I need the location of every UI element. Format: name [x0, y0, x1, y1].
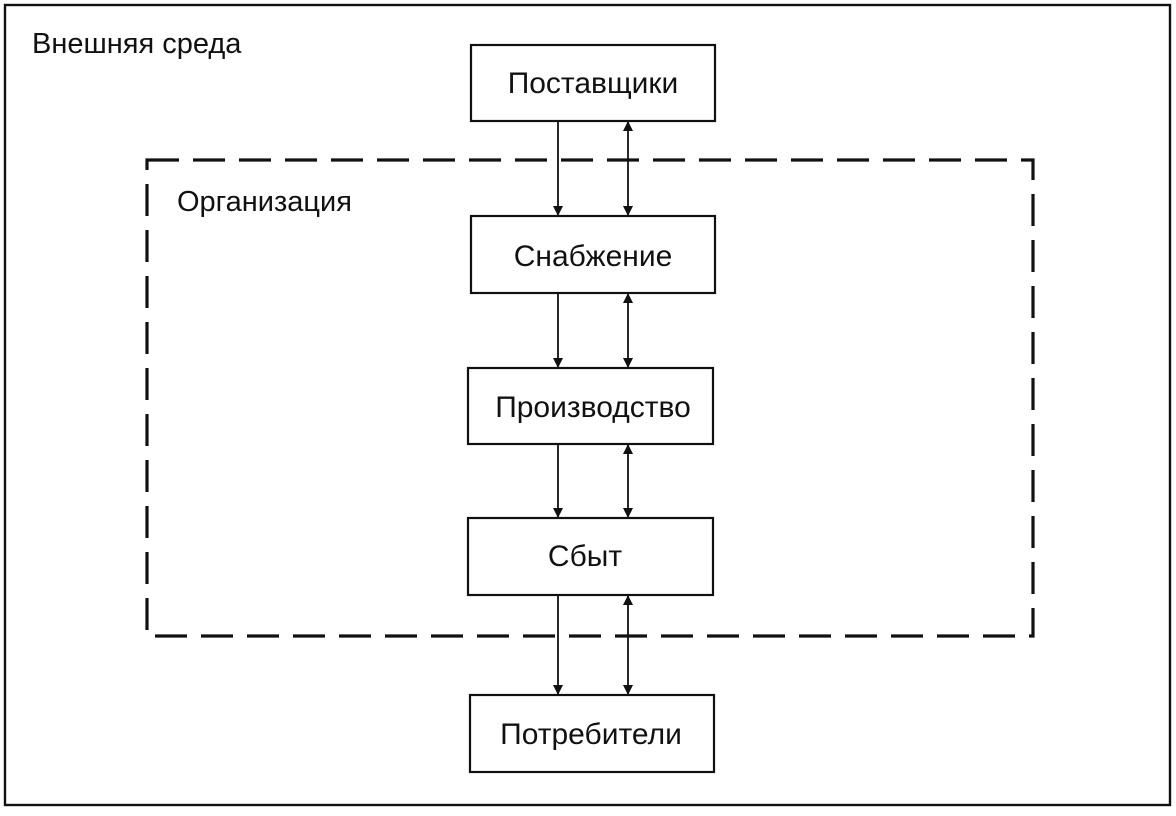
environment-frame [3, 3, 1172, 807]
node-suppliers-box [469, 43, 717, 123]
node-sales-label: Сбыт [548, 540, 622, 573]
arrows-group [553, 121, 633, 695]
organization-label: Организация [177, 186, 352, 218]
node-suppliers: Поставщики [469, 43, 717, 123]
node-production-box [466, 366, 715, 446]
node-procurement-box [469, 214, 717, 295]
node-consumers-box [468, 693, 716, 774]
environment-label: Внешняя среда [32, 28, 242, 60]
node-consumers: Потребители [468, 693, 716, 774]
node-suppliers-label: Поставщики [508, 67, 679, 100]
organization-boundary [145, 158, 1035, 638]
node-sales-box [466, 516, 715, 597]
node-consumers-label: Потребители [500, 718, 682, 751]
node-procurement: Снабжение [469, 214, 717, 295]
node-production-label: Производство [495, 391, 691, 424]
node-procurement-label: Снабжение [514, 240, 673, 273]
node-production: Производство [466, 366, 715, 446]
node-sales: Сбыт [466, 516, 715, 597]
